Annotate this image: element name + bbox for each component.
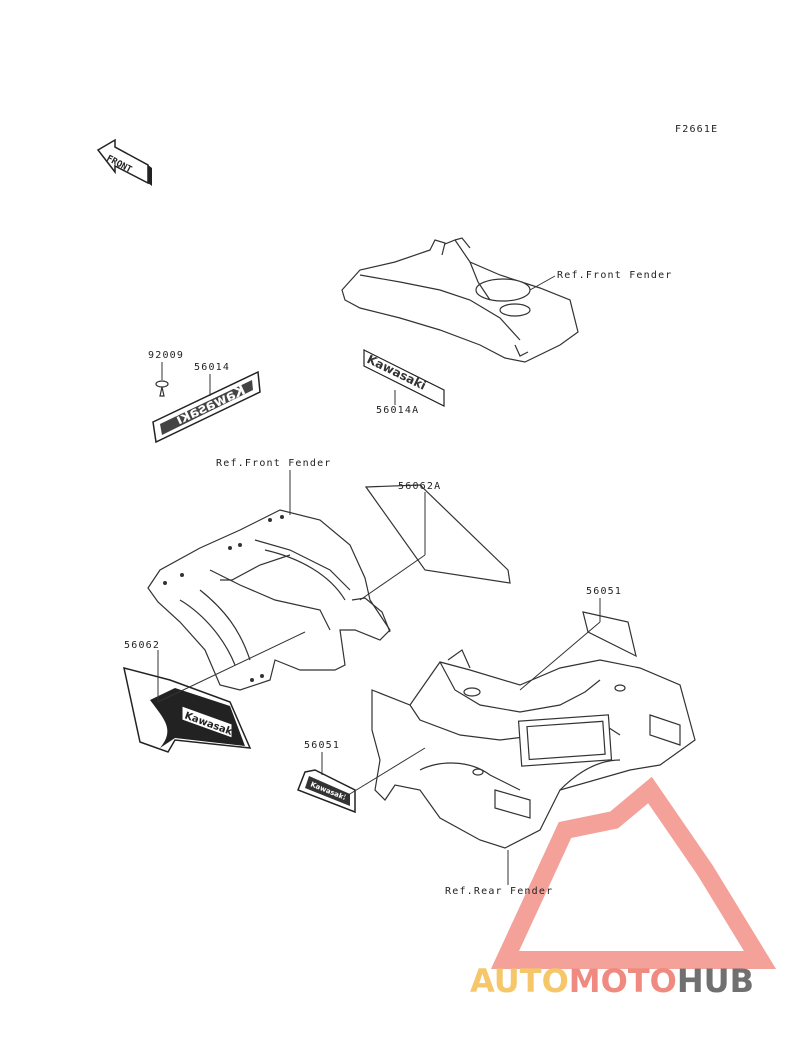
screw-92009-part [155, 380, 169, 397]
front-fender-mid-part [147, 509, 391, 691]
label-56051-right: 56051 [586, 586, 623, 597]
front-fender-top-part [341, 237, 579, 363]
leader-lines [157, 275, 601, 885]
label-ref-front-fender-mid: Ref.Front Fender [216, 458, 332, 469]
label-92009: 92009 [148, 350, 185, 361]
watermark-logo-icon [490, 776, 777, 969]
decal-56062A-part [364, 484, 511, 584]
decal-56051-right-part [582, 611, 637, 658]
label-56051-left: 56051 [304, 740, 341, 751]
front-arrow-icon: FRONT [96, 138, 152, 186]
rear-fender-part [371, 649, 696, 849]
label-56062: 56062 [124, 640, 161, 651]
emblem-56014-part: Kawasaki [152, 370, 261, 444]
watermark-part-2: MOTO [568, 962, 677, 1000]
label-56014A: 56014A [376, 405, 420, 416]
watermark-part-1: AUTO [470, 962, 569, 1000]
rear-emblem-56051-part: Kawasaki [297, 769, 356, 814]
label-56062A: 56062A [398, 481, 442, 492]
watermark-text: AUTOMOTOHUB [470, 962, 754, 1000]
figure-code: F2661E [675, 124, 719, 135]
emblem-56014A-text: Kawasaki [365, 352, 429, 393]
side-decal-56062-part: Kawasaki [123, 666, 252, 753]
label-56014: 56014 [194, 362, 231, 373]
emblem-56014A-part: Kawasaki [363, 349, 445, 407]
emblem-56014-text: Kawasaki [174, 382, 248, 428]
label-ref-front-fender-top: Ref.Front Fender [557, 270, 673, 281]
watermark-part-3: HUB [676, 962, 755, 1000]
label-ref-rear-fender: Ref.Rear Fender [445, 886, 554, 897]
